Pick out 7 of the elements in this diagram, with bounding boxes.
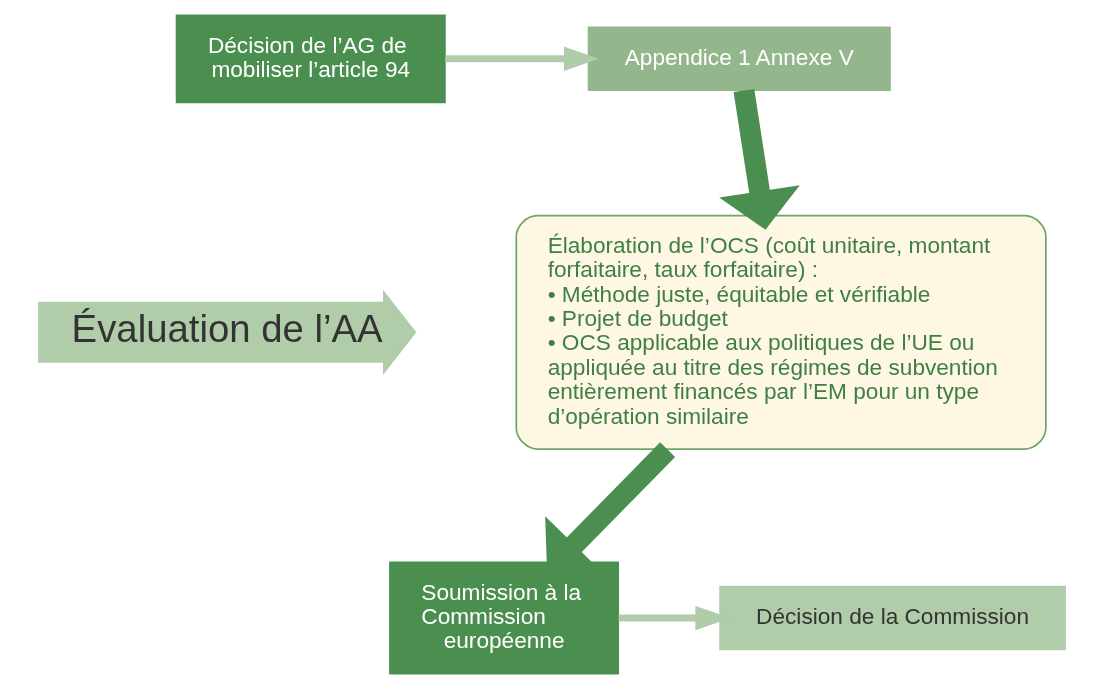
- arrow: [718, 88, 800, 230]
- node-box: Soumission à la Commission européenne: [388, 561, 619, 675]
- arrow: [445, 46, 599, 72]
- node-box: Appendice 1 Annexe V: [587, 26, 891, 92]
- node-box: Élaboration de l’OCS (coût unitaire, montant forfaitaire, taux forfaitaire) : • Méthode juste, équitable et vérifiable • Projet de budget • OCS applicable aux politiques de l’UE ou appliquée au titre des régimes de subvention entièrement financés par l’EM pour un type d’opération similaire: [514, 214, 1047, 450]
- node-box: Décision de l’AG de mobiliser l’article 94: [175, 14, 446, 104]
- node-box: Décision de la Commission: [718, 585, 1066, 651]
